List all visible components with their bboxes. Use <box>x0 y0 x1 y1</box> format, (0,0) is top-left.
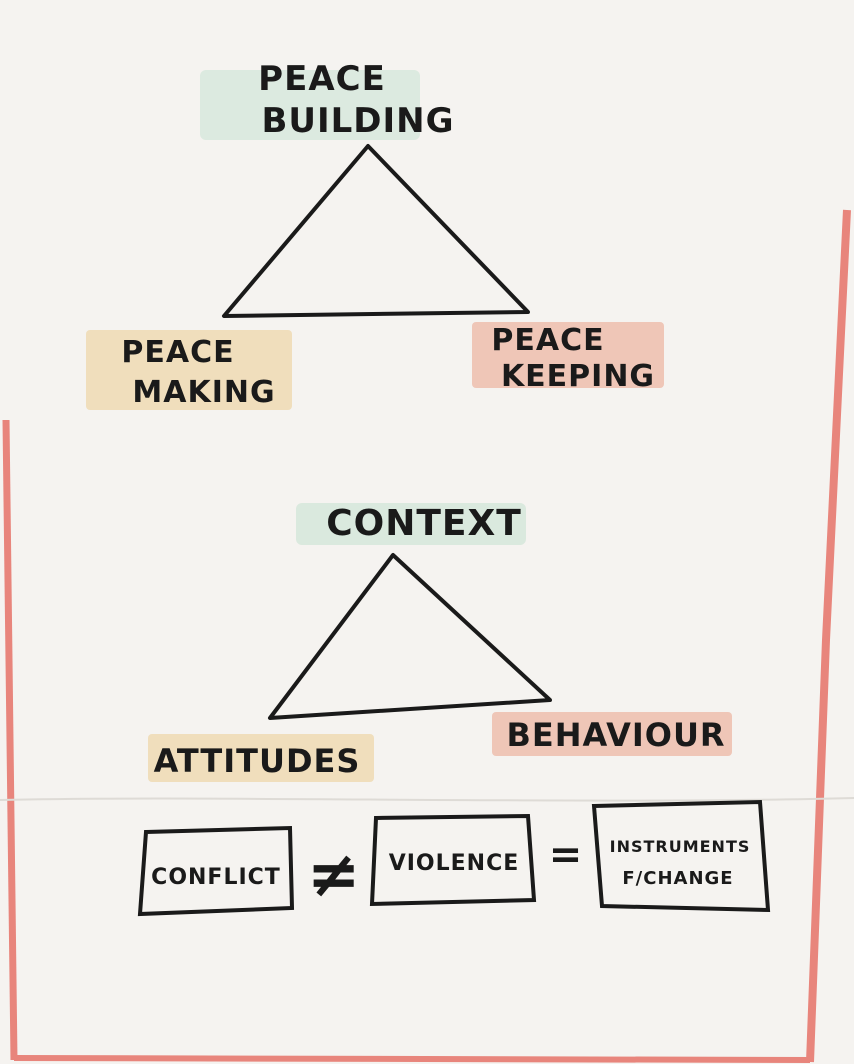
box-instruments <box>591 799 771 913</box>
label-attitudes: ATTITUDES <box>154 742 361 780</box>
triangle-context <box>268 553 552 720</box>
red-border-bottom <box>13 1055 811 1063</box>
equals-sign: = <box>549 832 584 878</box>
highlight-peace-building <box>200 70 420 140</box>
red-border-left <box>2 419 18 1061</box>
label-peace-making-1: PEACE <box>121 335 234 370</box>
label-building: BUILDING <box>261 101 454 141</box>
label-context: CONTEXT <box>326 503 522 544</box>
red-border-right <box>806 209 851 1063</box>
label-instruments: INSTRUMENTS <box>610 837 751 856</box>
highlight-peace-making <box>86 330 292 410</box>
label-conflict: CONFLICT <box>151 865 281 890</box>
paper-fold <box>0 797 854 802</box>
highlight-peace-keeping <box>472 322 664 388</box>
box-violence <box>369 813 537 907</box>
highlight-behaviour <box>492 712 732 756</box>
highlight-context <box>296 503 526 545</box>
label-peace-keeping-1: PEACE <box>491 323 604 358</box>
label-peace: PEACE <box>258 59 386 99</box>
triangle-peace <box>222 144 530 318</box>
label-peace-keeping-2: KEEPING <box>501 359 655 394</box>
not-equal-sign: ≠ <box>307 838 362 912</box>
box-conflict <box>137 825 295 917</box>
label-violence: VIOLENCE <box>389 851 520 876</box>
label-behaviour: BEHAVIOUR <box>506 716 725 754</box>
label-f-change: F/CHANGE <box>622 868 733 889</box>
label-peace-making-2: MAKING <box>132 375 275 410</box>
highlight-attitudes <box>148 734 374 782</box>
